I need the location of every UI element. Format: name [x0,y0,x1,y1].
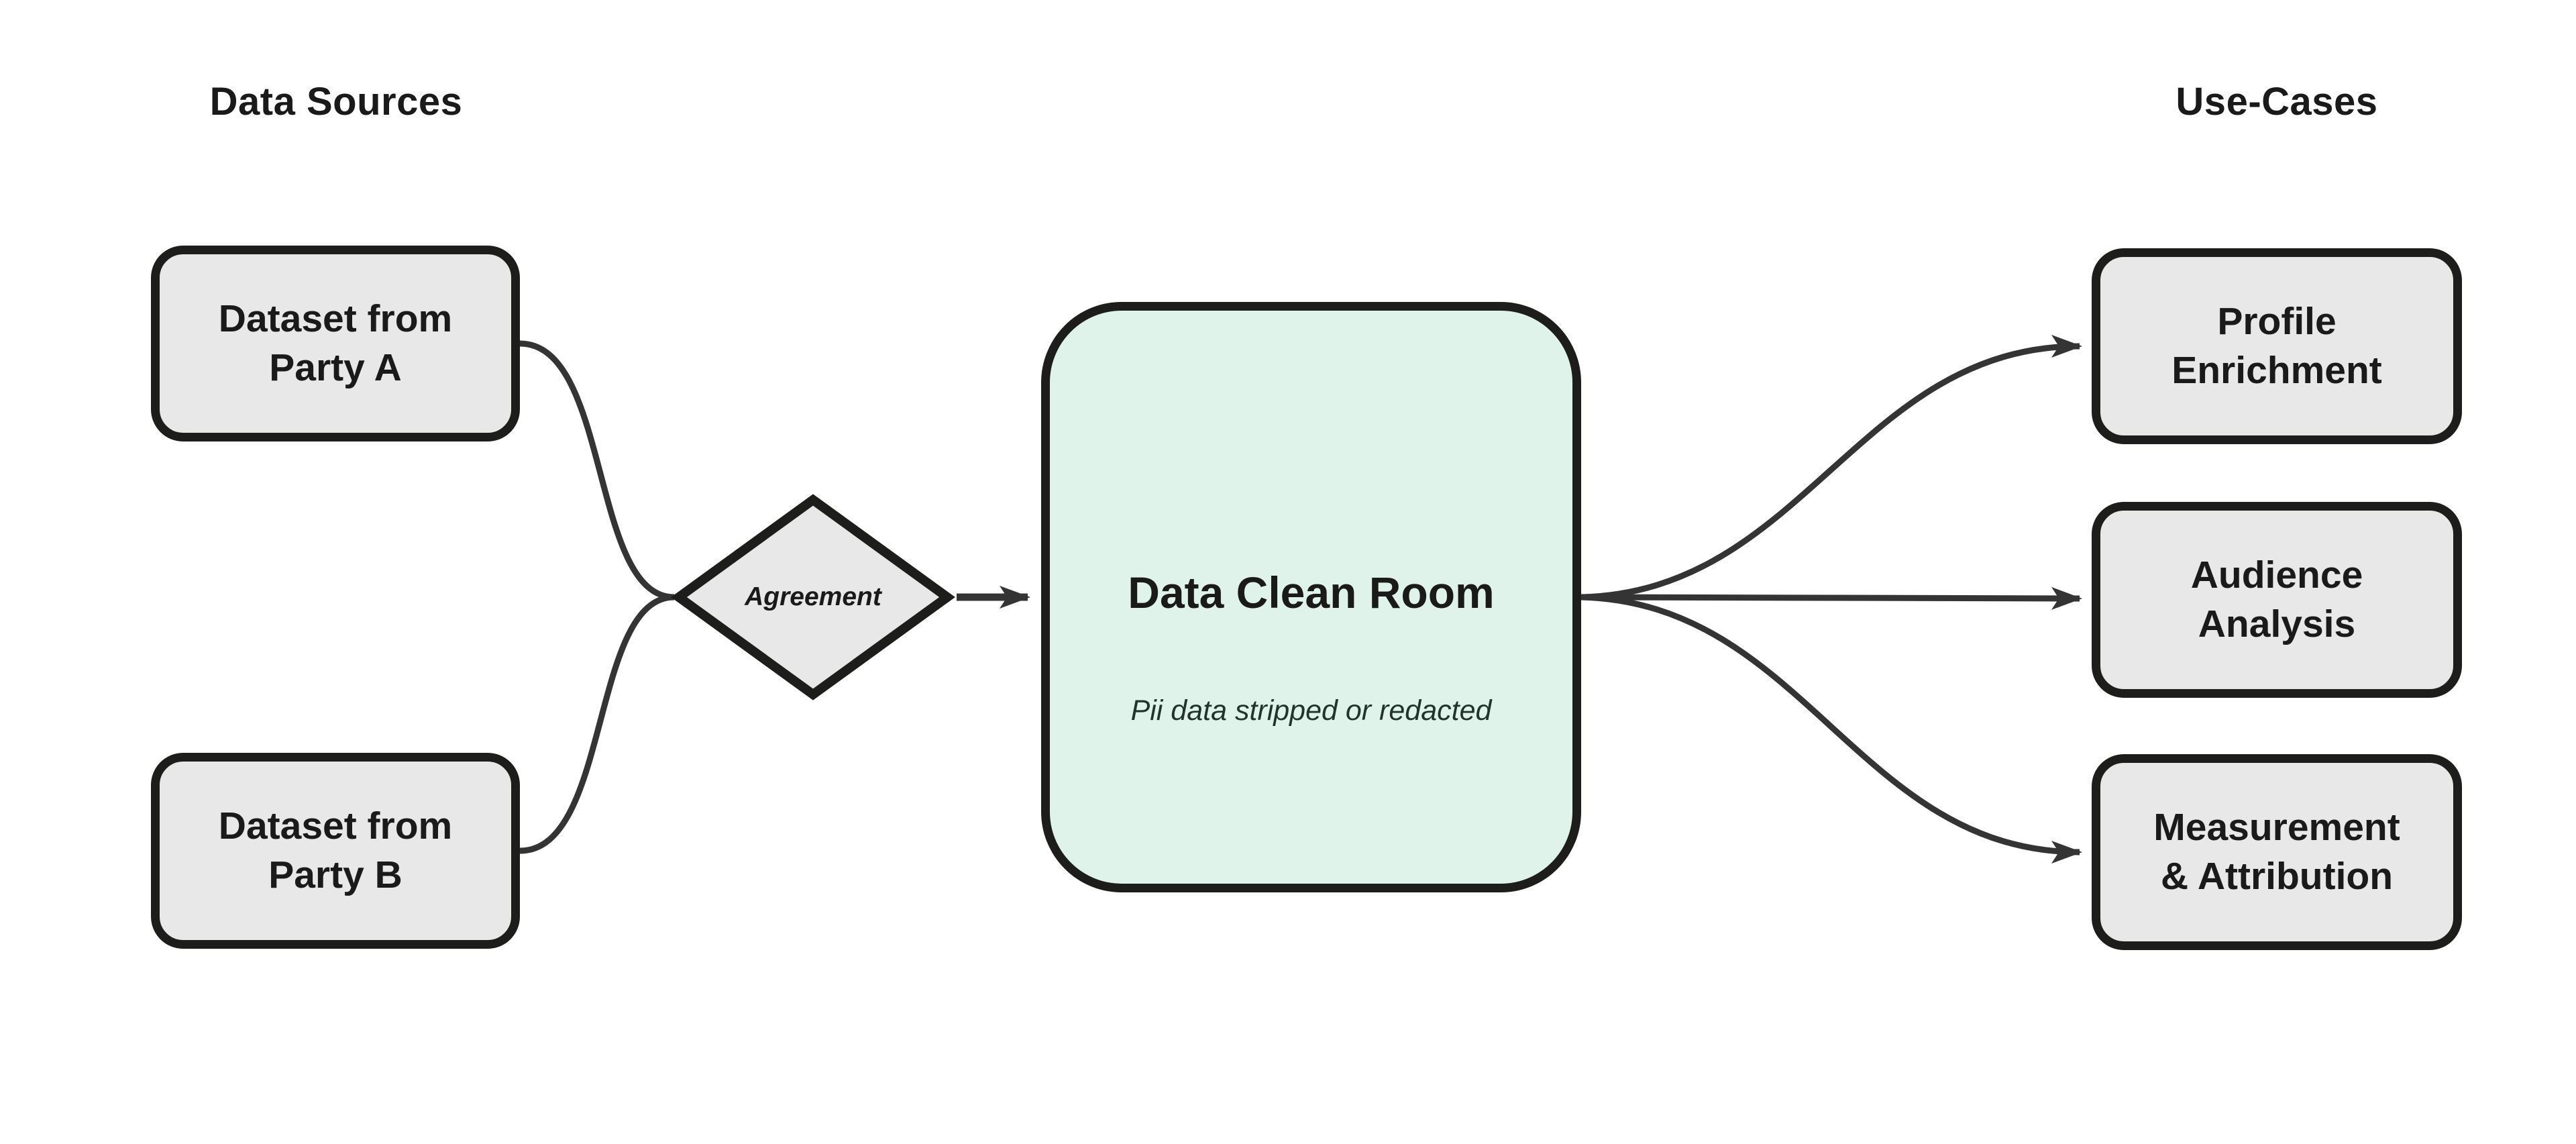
clean-room-title: Data Clean Room [1128,568,1495,617]
use-case-profile-enrichment-label: Profile Enrichment [2171,300,2382,392]
edge-clean-room-to-profile-enrichment [1580,335,2082,601]
source-box-party-b-label: Dataset from Party B [218,804,453,896]
clean-room-box [1041,302,1581,892]
use-case-audience-analysis-label: Audience Analysis [2190,554,2363,645]
source-box-party-a: Dataset from Party A [151,246,520,441]
use-case-measurement-attribution-label: Measurement & Attribution [2153,806,2400,898]
use-case-box-profile-enrichment: Profile Enrichment [2092,248,2462,444]
left-column-title: Data Sources [209,80,463,123]
edge-clean-room-to-audience-analysis [1580,586,2082,610]
edge-party-a-to-agreement [519,340,675,601]
agreement-diamond-label: Agreement [745,582,881,611]
edge-party-b-to-agreement [519,594,675,854]
edge-clean-room-to-measurement-attribution [1580,594,2082,864]
source-box-party-b: Dataset from Party B [151,753,520,949]
use-case-box-measurement-attribution: Measurement & Attribution [2092,754,2462,950]
right-column-title: Use-Cases [2176,80,2378,123]
source-box-party-a-label: Dataset from Party A [218,297,453,389]
use-case-box-audience-analysis: Audience Analysis [2092,502,2462,698]
agreement-diamond-shape [671,494,955,700]
clean-room-subtitle: Pii data stripped or redacted [1130,694,1492,727]
